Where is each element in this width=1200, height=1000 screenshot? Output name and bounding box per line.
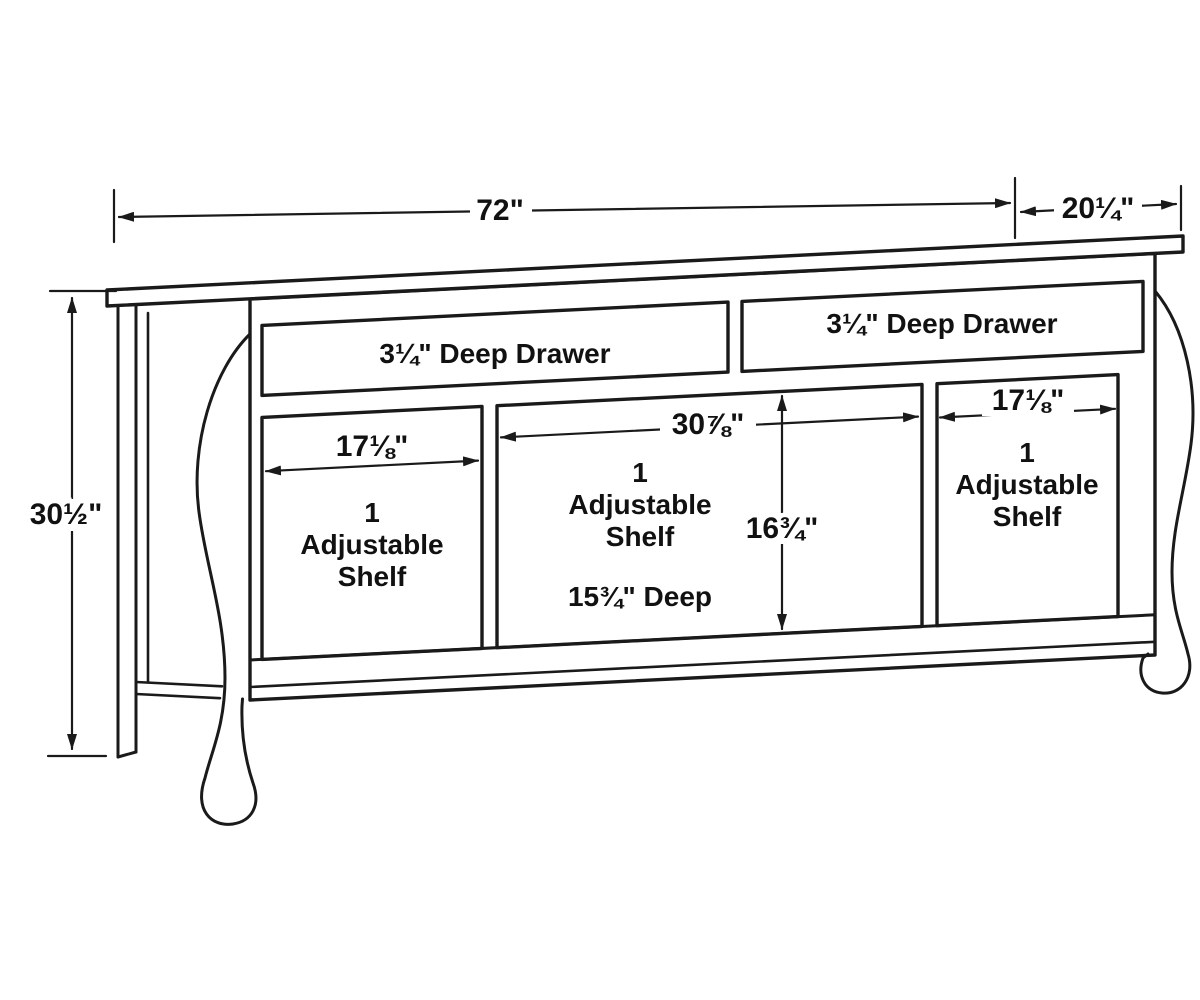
front-right-leg bbox=[1139, 289, 1195, 695]
right-shelf-word1: Adjustable bbox=[955, 469, 1098, 500]
right-shelf-word2: Shelf bbox=[993, 501, 1062, 532]
side-bottom-rail-upper-line bbox=[134, 680, 224, 688]
dimension-annotations: 72" 20¼" 30½" 17⅛" 30⅞" bbox=[20, 176, 1183, 758]
right-compartment-width-label: 17⅛" bbox=[992, 384, 1065, 417]
right-drawer-front bbox=[740, 279, 1145, 374]
right-shelf-count: 1 bbox=[1019, 437, 1035, 468]
interior-height-label-mask bbox=[736, 513, 828, 544]
dimension-interior-height: 16¾" bbox=[736, 394, 828, 631]
interior-height-label: 16¾" bbox=[746, 512, 819, 545]
bottom-rail-top-line bbox=[248, 613, 1157, 662]
interior-depth-label: 15¾" Deep bbox=[568, 581, 712, 612]
back-left-leg-foot bbox=[116, 750, 138, 759]
middle-shelf-count: 1 bbox=[632, 457, 648, 488]
left-drawer-label: 3¼" Deep Drawer bbox=[379, 338, 610, 369]
bottom-rail-inner-line bbox=[248, 640, 1157, 689]
cabinet-labels: 3¼" Deep Drawer 3¼" Deep Drawer 1 Adjust… bbox=[300, 308, 1098, 612]
left-shelf-count: 1 bbox=[364, 497, 380, 528]
right-drawer-label: 3¼" Deep Drawer bbox=[826, 308, 1057, 339]
height-dimension-label: 30½" bbox=[30, 498, 103, 531]
front-left-leg bbox=[195, 332, 258, 826]
side-bottom-rail-lower-line bbox=[134, 692, 222, 700]
height-label-mask bbox=[20, 501, 112, 531]
cabinet-drawing bbox=[105, 234, 1195, 826]
dimension-overall-width: 72" bbox=[112, 176, 1017, 244]
left-shelf-word2: Shelf bbox=[338, 561, 407, 592]
dimension-overall-depth: 20¼" bbox=[1019, 184, 1183, 232]
dimension-middle-compartment-width: 30⅞" bbox=[499, 404, 920, 446]
left-drawer-front bbox=[260, 300, 730, 398]
middle-width-label-mask bbox=[660, 409, 756, 440]
middle-shelf-word1: Adjustable bbox=[568, 489, 711, 520]
middle-shelf-word2: Shelf bbox=[606, 521, 675, 552]
depth-dimension-label: 20¼" bbox=[1062, 192, 1135, 225]
left-compartment-width-label: 17⅛" bbox=[336, 430, 409, 463]
dimension-overall-height: 30½" bbox=[20, 289, 118, 758]
left-side-panel bbox=[116, 303, 224, 759]
left-shelf-label: 1 Adjustable Shelf bbox=[300, 497, 443, 592]
right-width-label-mask bbox=[982, 383, 1074, 416]
width-dimension-line bbox=[117, 198, 1012, 222]
dimension-left-compartment-width: 17⅛" bbox=[264, 426, 480, 476]
left-compartment-width-line bbox=[264, 456, 480, 476]
right-shelf-label: 1 Adjustable Shelf bbox=[955, 437, 1098, 532]
depth-label-mask bbox=[1054, 193, 1142, 222]
dimension-right-compartment-width: 17⅛" bbox=[938, 380, 1117, 422]
middle-shelf-label: 1 Adjustable Shelf 15¾" Deep bbox=[568, 457, 712, 612]
top-slab bbox=[105, 234, 1185, 308]
width-dimension-label: 72" bbox=[476, 194, 524, 227]
width-label-mask bbox=[470, 195, 532, 225]
middle-compartment-width-label: 30⅞" bbox=[672, 408, 745, 441]
left-shelf-word1: Adjustable bbox=[300, 529, 443, 560]
